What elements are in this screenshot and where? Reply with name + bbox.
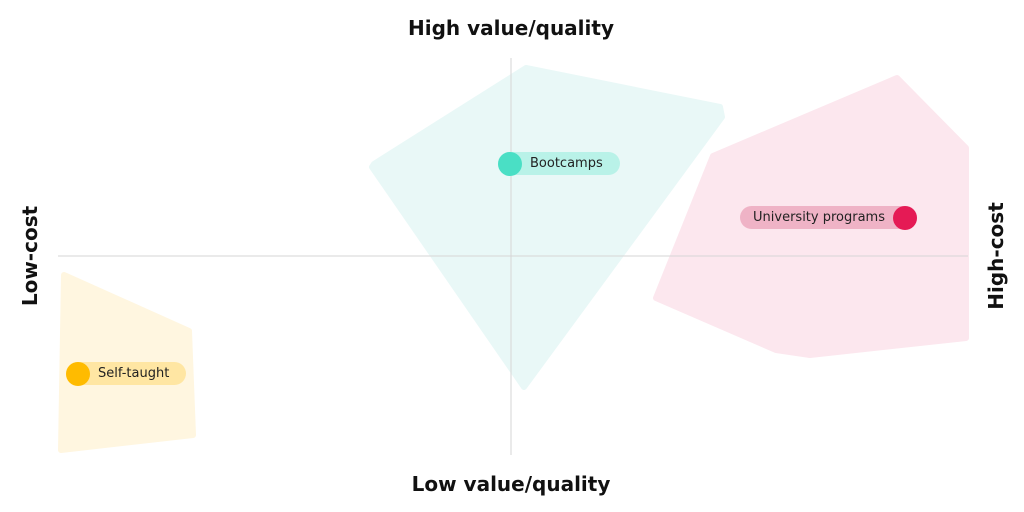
bootcamps-dot [498,151,522,176]
bootcamps-marker: Bootcamps [498,151,620,176]
axis-label-right: High-cost [984,202,1008,310]
axis-label-top: High value/quality [408,16,614,40]
university-programs-marker: University programs [740,205,917,230]
axis-label-bottom: Low value/quality [411,472,611,496]
self-taught-marker: Self-taught [66,361,186,386]
university-programs-label: University programs [753,210,885,225]
university-programs-dot [893,205,917,230]
bootcamps-label: Bootcamps [530,156,603,171]
self-taught-label: Self-taught [98,366,170,381]
bootcamps-area [369,65,725,390]
self-taught-dot [66,361,90,386]
axis-label-left: Low-cost [18,205,42,307]
